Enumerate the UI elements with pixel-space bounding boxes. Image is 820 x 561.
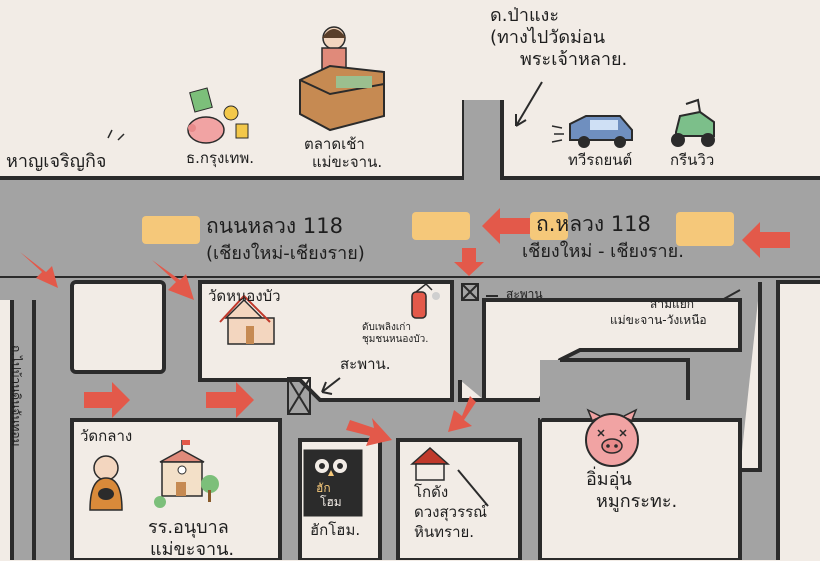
label-bridge-mid: สะพาน. (340, 355, 391, 373)
label-road-118-right-sub: เชียงใหม่ - เชียงราย. (522, 241, 684, 262)
label-mookata-2: หมูกระทะ. (596, 491, 678, 512)
arrow-icon (742, 222, 790, 258)
car-icon (551, 115, 633, 148)
bridge-marker (287, 283, 479, 415)
north-road (460, 100, 504, 180)
arrow-icon (152, 260, 194, 300)
arrow-icon (454, 248, 484, 276)
owl-sign-icon (303, 449, 363, 517)
label-hug-home-sign: ฮัก (316, 481, 331, 495)
pointer-lines (321, 81, 741, 507)
label-kodang-2: ดวงสุวรรณ์ (414, 503, 488, 521)
label-road-118-left: ถนนหลวง 118 (206, 214, 343, 238)
label-school: รร.อนุบาล (148, 517, 229, 538)
label-bridge-top: สะพาน (506, 287, 543, 301)
label-car-dealer: ทวีรถยนต์ (568, 151, 633, 169)
label-morning-market: ตลาดเช้า (304, 135, 365, 153)
monk-icon (89, 455, 123, 511)
label-scooter-shop: กรีนวิว (670, 151, 715, 169)
road-name-highlights (142, 212, 734, 246)
label-left-road: ถ.ไปบ้านดินจันทอม (9, 345, 23, 447)
label-kodang-3: หินทราย. (414, 523, 475, 541)
arrow-icon (448, 396, 476, 432)
arrow-icon (84, 382, 130, 418)
arrow-icon (20, 252, 58, 288)
label-hug-home-sign-2: โฮม (320, 495, 342, 509)
label-wat-nong-bua: วัดหนองบัว (208, 287, 281, 305)
east-side-road (540, 360, 688, 420)
label-fire-station-2: ชุมชนหนองบัว. (362, 334, 429, 345)
school-building-icon (154, 440, 219, 508)
label-intersection-2: แม่ขะจาน-วังเหนือ (610, 313, 707, 327)
label-ban-pa-ngae-note2: พระเจ้าหลาย. (520, 49, 628, 70)
fire-extinguisher-icon (411, 282, 440, 319)
temple-icon (219, 294, 275, 345)
direction-arrows (20, 208, 790, 446)
label-road-118-right: ถ.หลวง 118 (536, 212, 651, 236)
arrow-icon (206, 382, 254, 418)
label-bank: ธ.กรุงเทพ. (186, 149, 255, 167)
label-ban-pa-ngae: ด.ป่าแงะ (490, 5, 560, 26)
label-school-2: แม่ขะจาน. (150, 539, 235, 560)
house-icon (410, 446, 450, 481)
label-mookata: อิ่มอุ่น (586, 469, 632, 490)
arrow-icon (346, 418, 392, 446)
scooter-icon (671, 98, 715, 147)
label-fire-station: ดับเพลิงเก่า (362, 322, 411, 333)
label-morning-market-2: แม่ขะจาน. (312, 153, 383, 171)
label-hug-home: ฮักโฮม. (310, 521, 361, 539)
label-road-118-left-sub: (เชียงใหม่-เชียงราย) (206, 243, 365, 264)
arrow-icon (482, 208, 530, 244)
pig-face-icon (585, 408, 639, 467)
label-wat-klang: วัดกลาง (80, 427, 133, 445)
label-kodang: โกดัง (414, 483, 449, 501)
piggy-bank-coins-icon (187, 87, 249, 144)
label-ban-pa-ngae-note: (ทางไปวัดม่อน (490, 27, 606, 48)
doodle-lines (107, 129, 125, 141)
label-intersection: สามแยก (650, 297, 695, 311)
market-stall-icon (299, 26, 385, 132)
label-han-charoen-kit: หาญเจริญกิจ (6, 151, 107, 172)
